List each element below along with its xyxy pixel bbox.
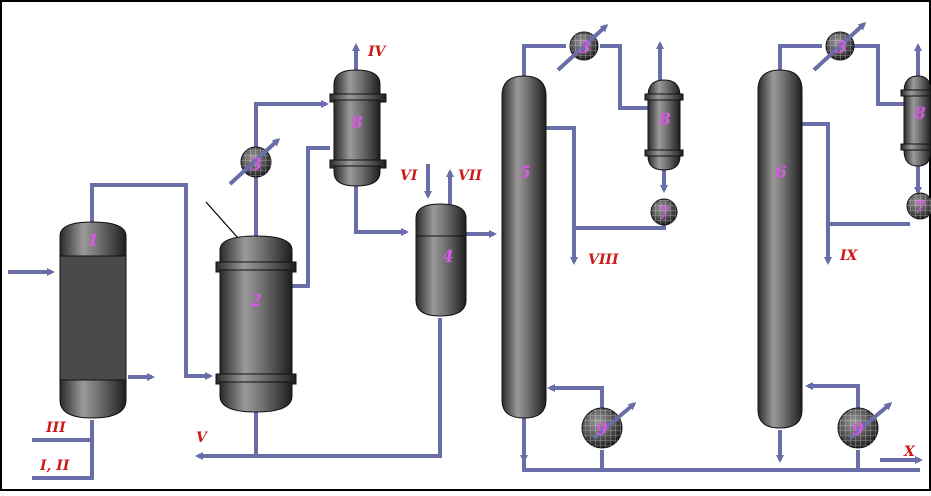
stream-VII: VII: [458, 168, 482, 184]
pipelines: [8, 41, 923, 480]
stream-III: III: [45, 420, 66, 436]
label-5: 5: [519, 163, 531, 183]
label-3a: 3: [250, 155, 262, 175]
vessel-4: [415, 203, 467, 317]
exchanger-3b: [556, 23, 609, 72]
pump-7b: [906, 192, 931, 220]
label-3b: 3: [579, 38, 591, 58]
column-5: [501, 75, 547, 419]
drum-8a: [329, 69, 387, 187]
stream-V: V: [196, 430, 209, 446]
exchanger-9a: [581, 402, 637, 449]
stream-labels: I, II III IV V VI VII VIII IX X: [39, 44, 916, 474]
column-6: [757, 69, 803, 429]
pump-7a: [650, 198, 678, 226]
exchanger-3a: [228, 137, 281, 186]
stream-IX: IX: [839, 248, 859, 264]
label-6: 6: [775, 163, 787, 183]
exchanger-3c: [812, 21, 867, 72]
stream-X: X: [903, 444, 916, 460]
exchanger-9b: [837, 402, 893, 449]
label-3c: 3: [835, 38, 847, 58]
drum-8c: [900, 75, 931, 167]
label-7a: 7: [658, 204, 670, 224]
label-8c: 8: [913, 104, 926, 124]
equipment-labels: 1 2 3 3 3 4 5 6 7 7 8 8 8 9 9: [87, 38, 926, 440]
label-9a: 9: [596, 420, 608, 440]
label-4: 4: [442, 247, 454, 267]
label-1: 1: [87, 231, 99, 251]
stream-VI: VI: [400, 168, 418, 184]
drum-8b: [644, 79, 684, 171]
label-2: 2: [249, 291, 262, 311]
label-8b: 8: [658, 110, 671, 130]
vessel-2: [215, 235, 297, 413]
stream-VIII: VIII: [588, 252, 619, 268]
label-9b: 9: [852, 420, 864, 440]
label-7b: 7: [914, 198, 926, 218]
vessel-1: [59, 221, 127, 419]
stream-I-II: I, II: [39, 458, 70, 474]
label-8a: 8: [350, 113, 363, 133]
stream-IV: IV: [367, 44, 388, 60]
